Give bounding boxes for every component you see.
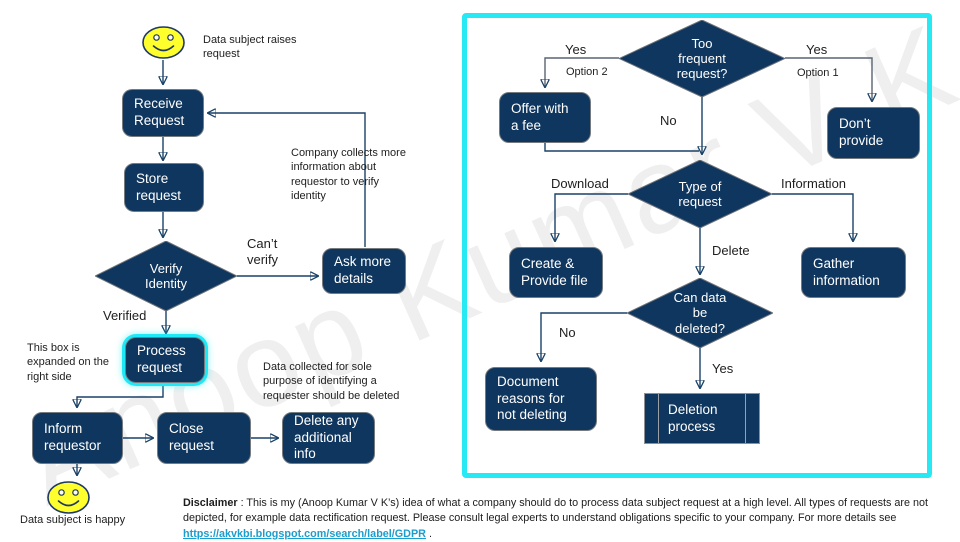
disclaimer-suffix: . [425,527,432,540]
dont-provide-label: Don’t provide [839,116,884,148]
edge-label-no-top: No [660,113,677,128]
expanded-note: This box is expanded on the right side [27,342,109,383]
start-caption: Data subject raises request [203,34,297,61]
deletion-process-label: Deletion process [668,401,718,434]
edge-label-yes-candata: Yes [712,361,734,376]
disclaimer-line1: : This is my (Anoop Kumar V K’s) idea of… [237,497,928,509]
store-request-label: Store request [136,170,182,203]
process-request-label: Process request [137,343,186,375]
company-collects-note: Company collects more information about … [291,147,406,202]
process-request-box: Process request [125,337,205,383]
predefined-process-line-right [745,394,746,443]
diamond-shape [619,20,785,97]
happy-face-end-icon [47,481,90,514]
ask-more-details-label: Ask more details [334,254,392,286]
edge-label-option2: Option 2 [566,66,608,78]
too-frequent-label: Too frequent request? [676,35,728,82]
expanded-panel-border [462,13,932,478]
delete-additional-info-box: Delete any additional info [282,412,375,464]
predefined-process-line-left [658,394,659,443]
edge-label-yes-right: Yes [806,42,828,57]
document-reasons-label: Document reasons for not deleting [497,373,567,423]
store-request-box: Store request [124,163,204,212]
offer-with-fee-label: Offer with a fee [511,100,569,133]
disclaimer-label: Disclaimer [183,497,238,509]
edge-label-yes-left: Yes [565,42,587,57]
edge-label-delete: Delete [712,243,750,258]
verify-identity-label: Verify Identity [145,260,187,291]
verify-identity-decision: Verify Identity [95,241,237,311]
document-reasons-box: Document reasons for not deleting [485,367,597,431]
disclaimer-block: Disclaimer : This is my (Anoop Kumar V K… [183,496,945,542]
too-frequent-decision: Too frequent request? [619,20,785,97]
disclaimer-line2: depicted, for example data rectification… [183,512,897,525]
gather-information-label: Gather information [813,255,880,288]
dont-provide-box: Don’t provide [827,107,920,159]
diamond-shape [95,241,237,311]
edge-label-download: Download [551,176,609,191]
can-data-be-deleted-decision: Can data be deleted? [627,278,773,348]
gather-information-box: Gather information [801,247,906,298]
delete-additional-info-label: Delete any additional info [294,412,359,462]
edge-label-cant-verify: Can’t verify [247,236,279,268]
receive-request-box: Receive Request [122,89,204,137]
receive-request-label: Receive Request [134,96,185,128]
type-of-request-label: Type of request [678,178,722,209]
close-request-box: Close request [157,412,251,464]
can-data-be-deleted-label: Can data be deleted? [673,290,727,336]
edge-label-information: Information [781,176,847,191]
end-caption: Data subject is happy [20,514,126,526]
close-request-label: Close request [169,421,215,453]
type-of-request-decision: Type of request [628,160,772,228]
create-provide-file-label: Create & Provide file [521,255,588,288]
create-provide-file-box: Create & Provide file [509,247,603,298]
data-collected-note: Data collected for sole purpose of ident… [263,361,400,402]
inform-requestor-box: Inform requestor [32,412,123,464]
inform-requestor-label: Inform requestor [44,421,102,453]
ask-more-details-box: Ask more details [322,248,406,294]
happy-face-start-icon [142,26,185,59]
gdpr-link[interactable]: https://akvkbi.blogspot.com/search/label… [183,527,426,540]
edge-label-verified: Verified [103,308,147,323]
diamond-shape [627,278,773,348]
deletion-process-box: Deletion process [644,393,760,444]
edge-label-no-candata: No [559,325,576,340]
offer-with-fee-box: Offer with a fee [499,92,591,143]
edge-label-option1: Option 1 [797,67,839,79]
diamond-shape [628,160,772,228]
